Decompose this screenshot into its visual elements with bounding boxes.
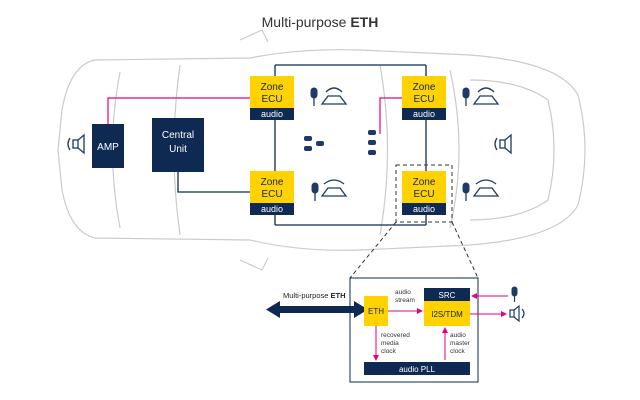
svg-text:I2S/TDM: I2S/TDM <box>431 310 463 319</box>
eth-backbone <box>177 64 427 226</box>
zone-ecu-front-right: Zone ECU audio <box>402 76 446 120</box>
svg-text:ECU: ECU <box>261 189 282 200</box>
svg-text:ECU: ECU <box>261 94 282 105</box>
title-normal: Multi-purpose <box>262 14 351 30</box>
central-unit-block: Central Unit <box>152 118 204 172</box>
svg-text:audio: audio <box>261 109 283 119</box>
speaker-icon <box>509 304 525 323</box>
svg-text:audio: audio <box>413 204 435 214</box>
car-outline <box>57 29 586 271</box>
headrest-mic-icon <box>304 130 376 155</box>
svg-text:audio PLL: audio PLL <box>399 365 436 374</box>
svg-text:Zone: Zone <box>261 82 284 93</box>
svg-text:ETH: ETH <box>368 307 384 316</box>
zone-ecu-rear-left: Zone ECU audio <box>250 171 294 215</box>
audio-links <box>107 97 402 134</box>
i2s-tdm-block: I2S/TDM <box>424 301 470 326</box>
zone-ecu-front-left: Zone ECU audio <box>250 76 294 120</box>
src-block: SRC <box>424 288 470 301</box>
svg-text:ECU: ECU <box>413 189 434 200</box>
svg-text:ECU: ECU <box>413 94 434 105</box>
svg-text:Zone: Zone <box>413 177 436 188</box>
detail-arrows <box>373 293 508 361</box>
svg-text:SRC: SRC <box>439 291 456 300</box>
microphone-icon <box>310 87 470 201</box>
amp-label: AMP <box>97 142 119 153</box>
diagram-title: Multi-purpose ETH <box>262 14 379 30</box>
eth-block: ETH <box>364 296 388 326</box>
amp-block: AMP <box>92 124 124 168</box>
central-unit-line1: Central <box>162 130 194 141</box>
highlight-box <box>395 164 453 223</box>
zone-ecu-rear-right: Zone ECU audio <box>402 171 446 215</box>
eth-link-label: Multi-purpose ETH <box>283 291 346 300</box>
zoom-lines <box>349 221 479 279</box>
svg-text:Zone: Zone <box>261 177 284 188</box>
headrest-speaker-icon <box>320 87 500 197</box>
audio-pll-block: audio PLL <box>364 362 470 375</box>
microphone-icon <box>511 286 518 302</box>
title-bold: ETH <box>350 14 378 30</box>
master-clock-label: audio master clock <box>450 332 472 355</box>
svg-text:audio: audio <box>413 109 435 119</box>
central-unit-line2: Unit <box>169 144 187 155</box>
speaker-icon <box>67 133 85 155</box>
speaker-icon <box>494 133 512 155</box>
svg-text:audio: audio <box>261 204 283 214</box>
recovered-clock-label: recovered media clock <box>381 332 412 355</box>
audio-stream-label: audio stream <box>395 289 415 304</box>
bidirectional-arrow-icon <box>266 301 368 318</box>
svg-text:Zone: Zone <box>413 82 436 93</box>
